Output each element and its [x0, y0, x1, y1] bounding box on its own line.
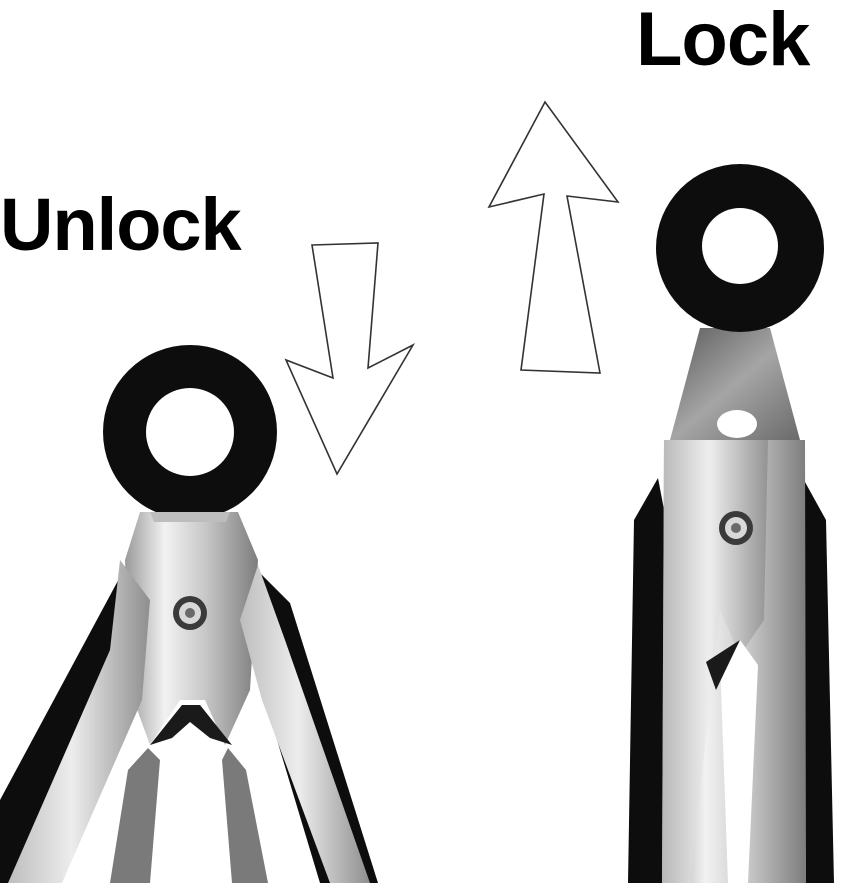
right-grip	[802, 482, 834, 883]
arrow-down-outline-icon	[284, 242, 416, 476]
unlock-label: Unlock	[0, 183, 242, 266]
tongs-unlocked	[0, 345, 378, 883]
lock-label: Lock	[636, 0, 810, 82]
tongs-locked	[628, 164, 834, 883]
lock-tab	[670, 328, 800, 440]
arrow-up-outline-icon	[487, 100, 620, 374]
left-grip	[628, 478, 666, 883]
